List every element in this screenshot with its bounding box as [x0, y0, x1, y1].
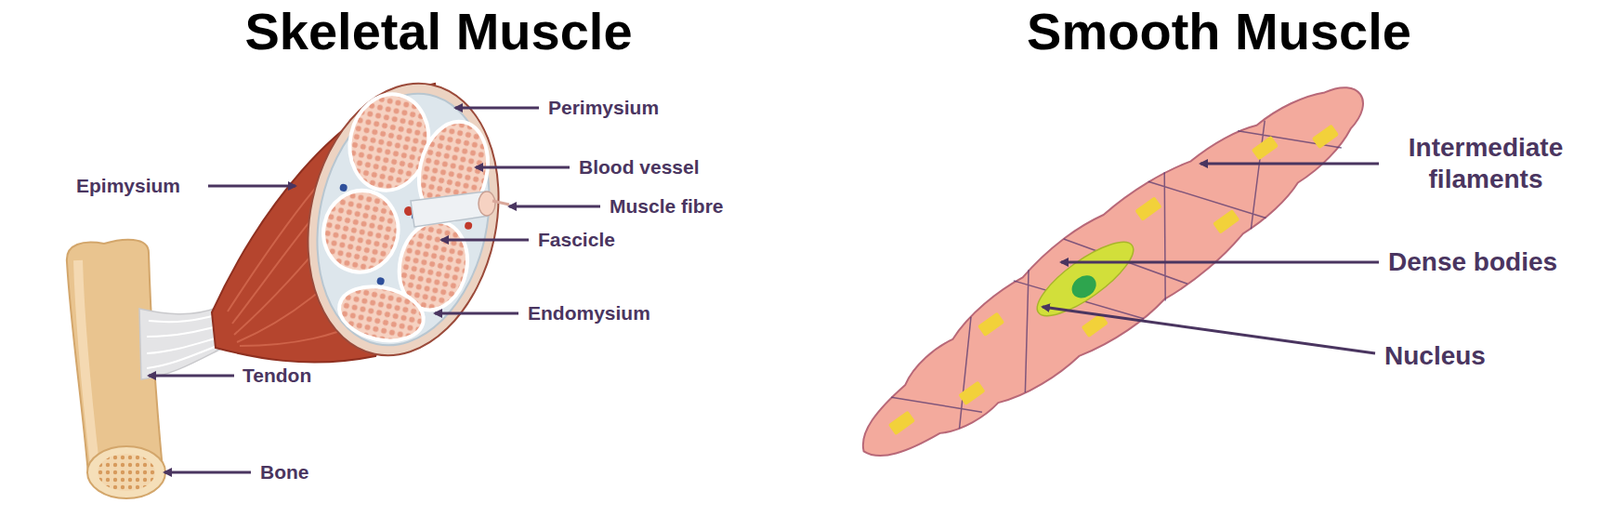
tendon-drawing [139, 306, 223, 380]
muscle-fibre-drawing [410, 191, 510, 227]
part-label: Bone [260, 459, 310, 484]
part-label: Endomysium [527, 301, 651, 325]
part-label: Dense bodies [1388, 246, 1558, 278]
part-label: Blood vessel [578, 155, 700, 179]
part-label: Perimysium [548, 95, 659, 119]
smooth-muscle-cell [831, 49, 1393, 498]
heading: Skeletal Muscle [244, 2, 632, 61]
part-label: Nucleus [1384, 340, 1486, 372]
part-label: Fascicle [537, 227, 616, 251]
part-label: Intermediate filaments [1386, 131, 1586, 195]
leader-lines [148, 107, 601, 473]
part-label: Tendon [242, 363, 312, 387]
muscle-cross-section [283, 65, 523, 373]
leader-lines [1042, 163, 1379, 354]
part-label: Epimysium [76, 173, 181, 197]
part-label: Muscle fibre [609, 194, 724, 218]
heading: Smooth Muscle [1026, 2, 1412, 61]
